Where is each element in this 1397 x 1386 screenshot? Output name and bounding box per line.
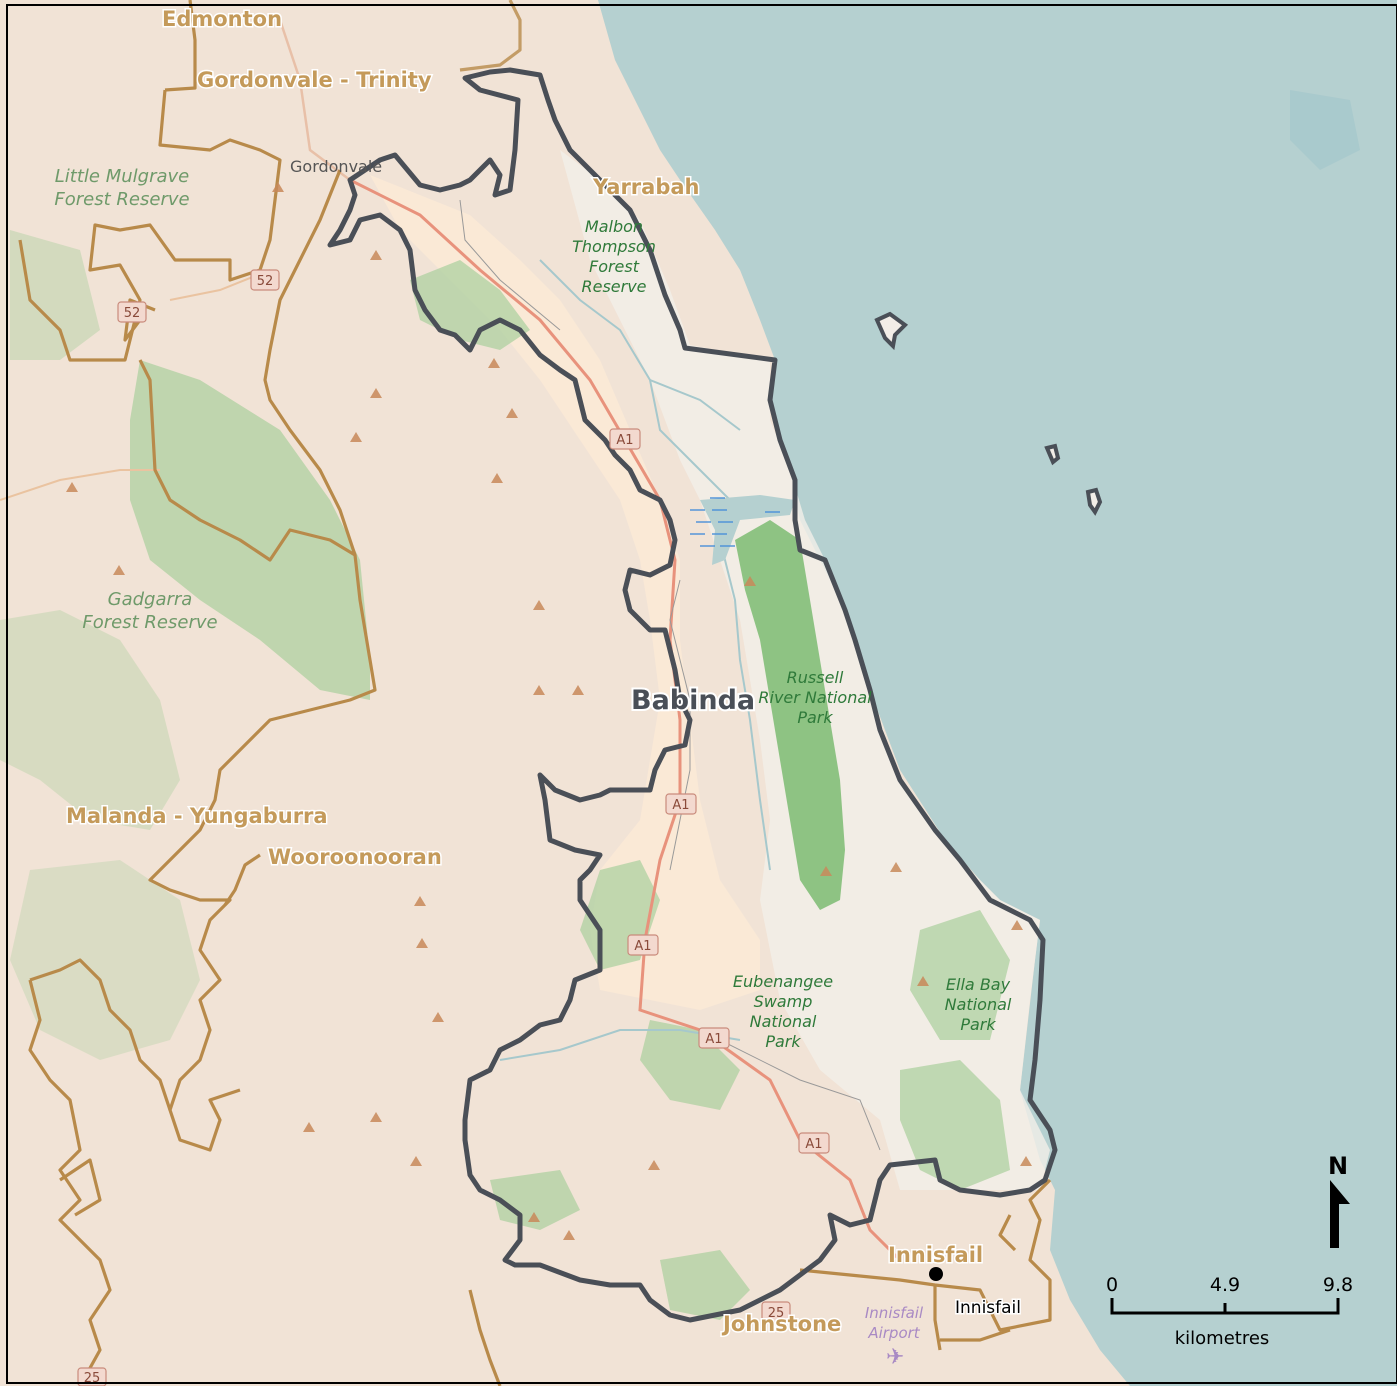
road-shield-a1: A1 [698, 1027, 730, 1049]
north-arrow-label: N [1328, 1152, 1348, 1180]
region-label-johnstone: Johnstone [721, 1312, 841, 1336]
region-label-malanda-yungaburra: Malanda - Yungaburra [66, 804, 328, 828]
north-arrow-icon [1330, 1180, 1350, 1248]
map-frame [6, 4, 1397, 1384]
region-labels: Edmonton Gordonvale - Trinity Yarrabah M… [65, 6, 985, 1338]
region-label-wooroonooran: Wooroonooran [268, 845, 442, 869]
swamp-marks [690, 497, 780, 547]
town-label-innisfail: Innisfail [955, 1298, 1021, 1318]
scale-unit-label: kilometres [1175, 1328, 1270, 1349]
svg-text:25: 25 [768, 1306, 785, 1321]
svg-text:A1: A1 [634, 939, 651, 954]
region-label-innisfail: Innisfail [888, 1243, 983, 1267]
road-shield-52: 52 [250, 269, 280, 291]
road-shield-a1: A1 [627, 934, 659, 956]
road-shield-52: 52 [117, 301, 147, 323]
scale-tick-label-mid: 4.9 [1210, 1274, 1240, 1296]
road-shield-a1: A1 [609, 428, 641, 450]
scale-bar: 0 4.9 9.8 kilometres [1106, 1274, 1353, 1349]
innisfail-town-dot [929, 1267, 943, 1281]
road-shield-25: 25 [761, 1301, 791, 1323]
russell-river-np-area [735, 520, 845, 910]
road-shield-a1: A1 [665, 793, 697, 815]
svg-text:A1: A1 [616, 433, 633, 448]
other-boundaries [18, 0, 1052, 1386]
road-shield-a1: A1 [798, 1132, 830, 1154]
peak-markers [66, 182, 1032, 1240]
svg-text:A1: A1 [705, 1032, 722, 1047]
north-arrow: N [1328, 1152, 1350, 1248]
babinda-boundary [327, 67, 1058, 1323]
region-label-edmonton: Edmonton [162, 7, 282, 31]
sea [598, 0, 1397, 1386]
region-label-gordonvale-trinity: Gordonvale - Trinity [197, 68, 432, 92]
scale-tick-label-0: 0 [1106, 1274, 1118, 1296]
svg-text:A1: A1 [805, 1137, 822, 1152]
cleared-plain [370, 175, 760, 1010]
islands [874, 311, 1103, 516]
svg-text:52: 52 [124, 306, 141, 321]
region-label-yarrabah: Yarrabah [592, 175, 700, 199]
svg-text:A1: A1 [672, 798, 689, 813]
roads [0, 19, 902, 1262]
airport-icon: ✈ [886, 1345, 904, 1370]
town-label-gordonvale: Gordonvale [290, 157, 382, 176]
svg-text:52: 52 [257, 274, 274, 289]
scale-bar-line [1110, 1298, 1340, 1315]
map-title-babinda: Babinda [631, 685, 755, 716]
scale-tick-label-end: 9.8 [1323, 1274, 1353, 1296]
